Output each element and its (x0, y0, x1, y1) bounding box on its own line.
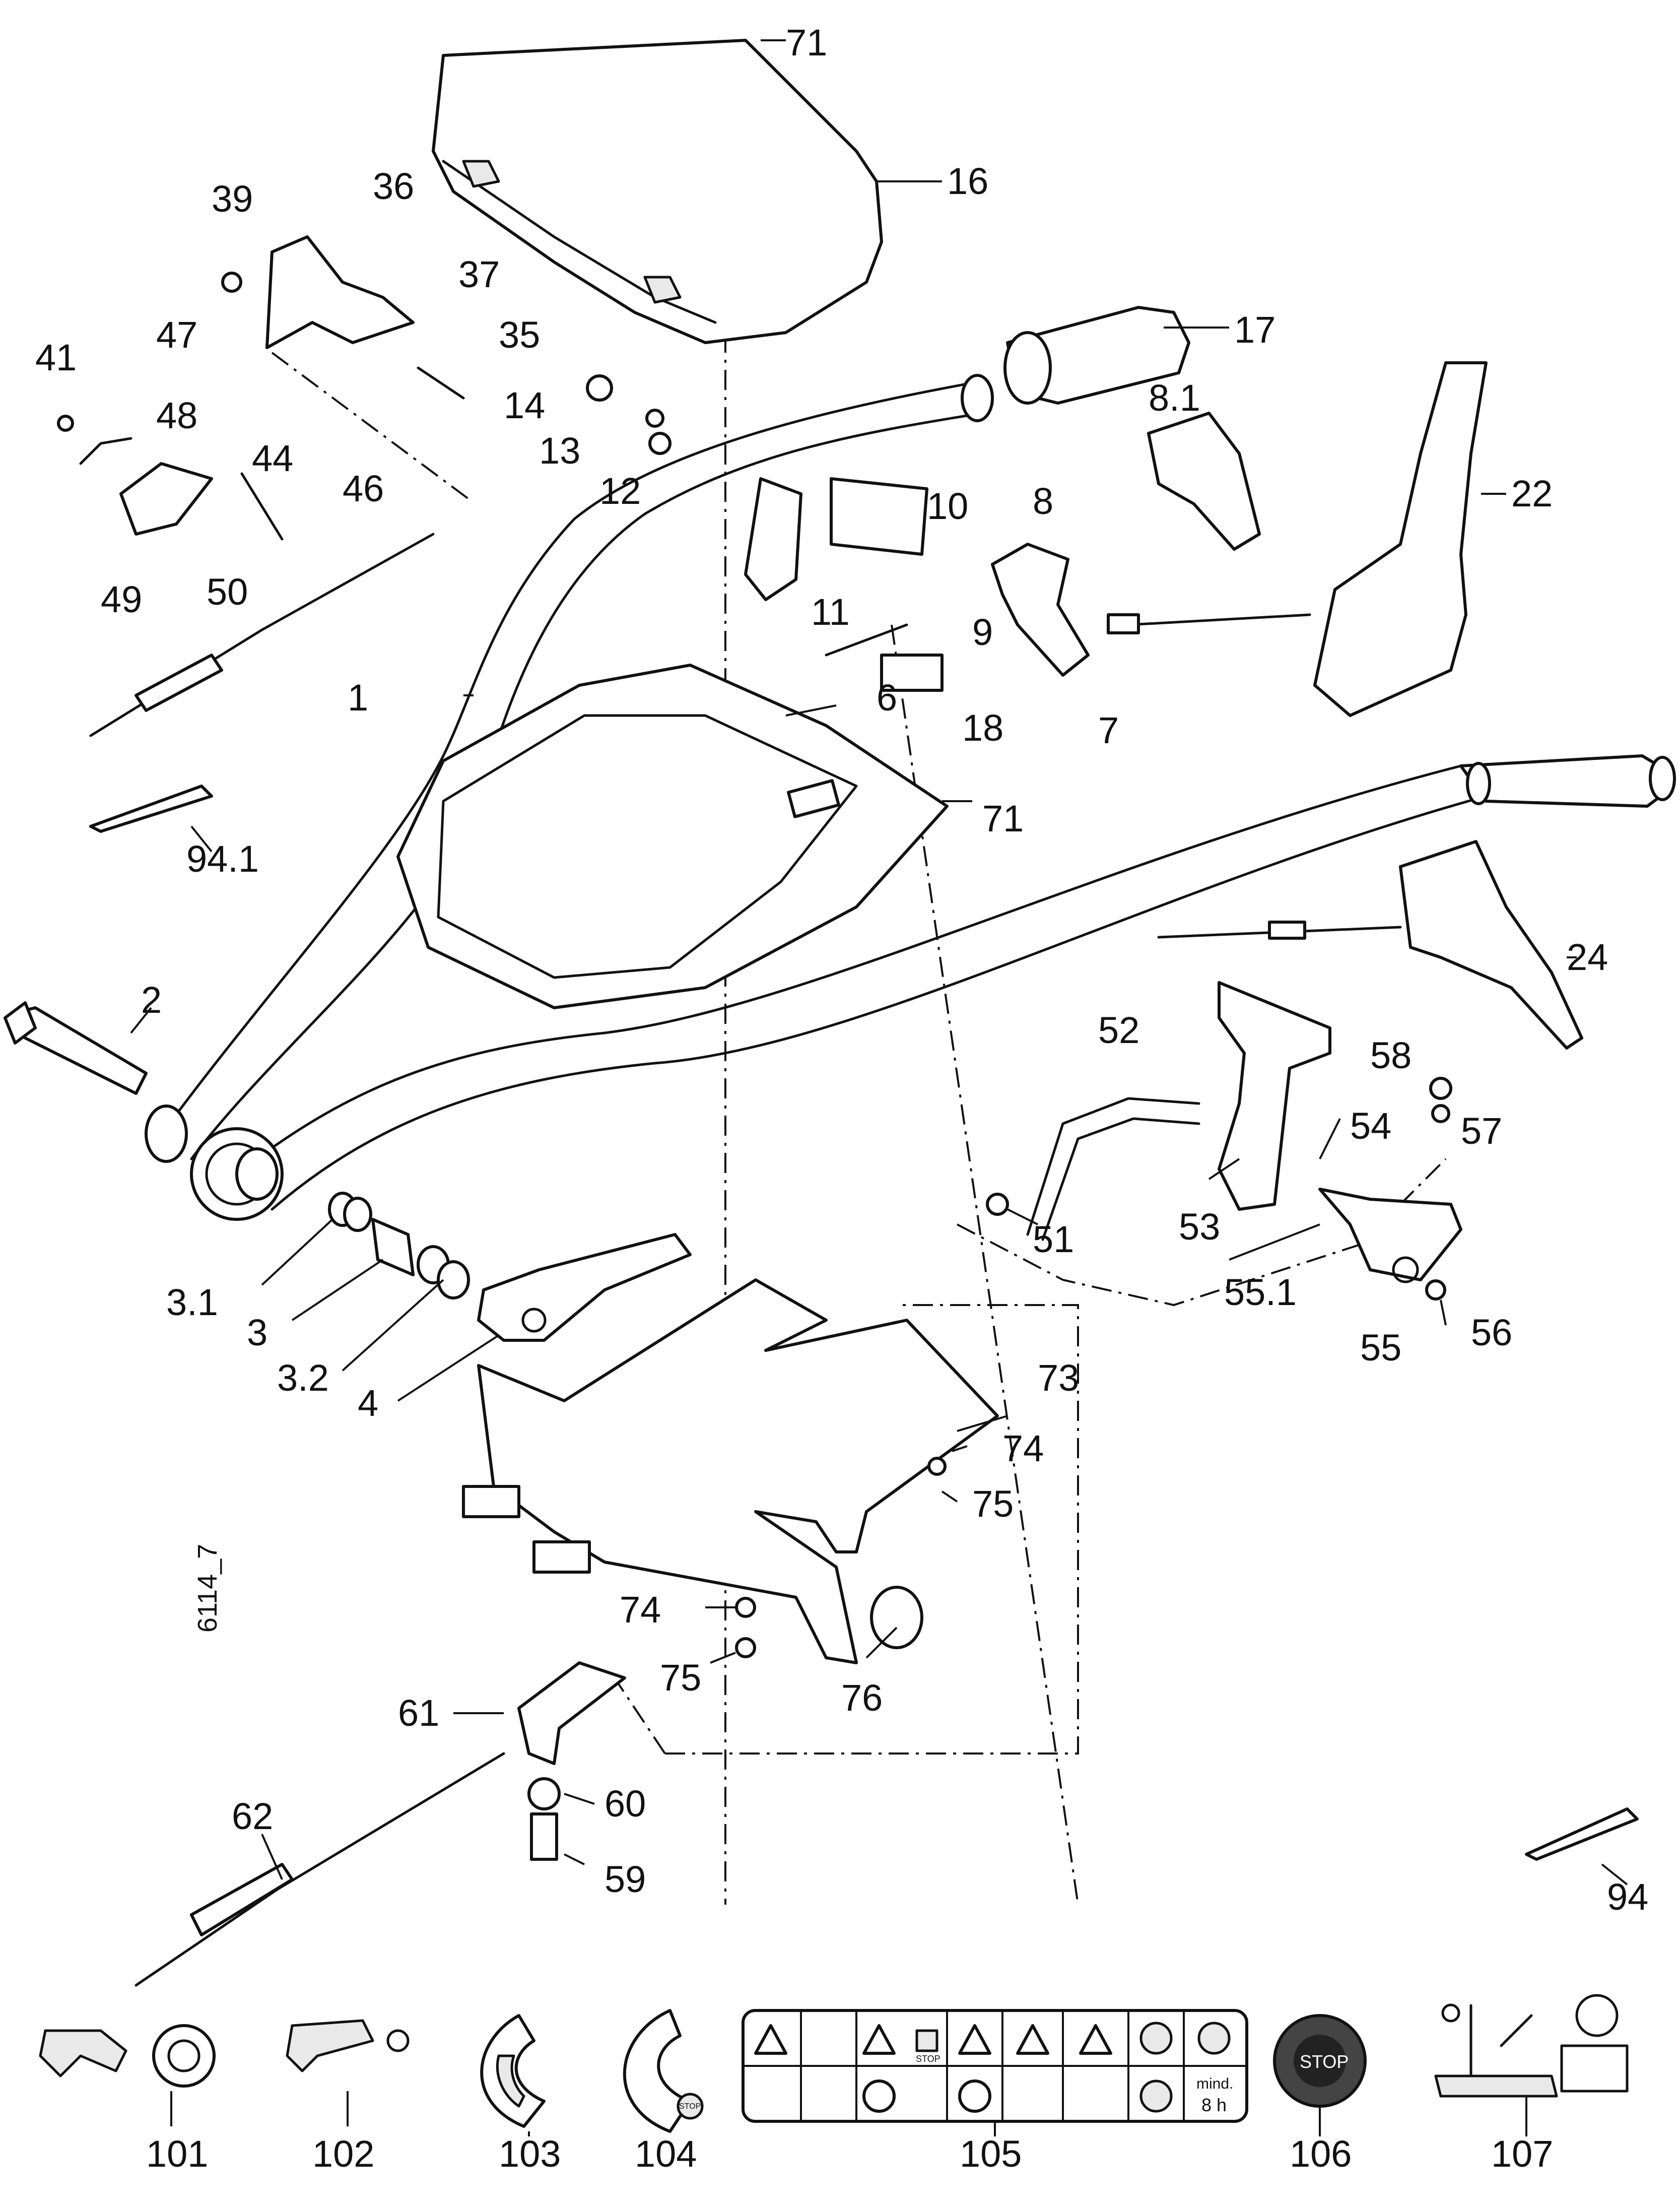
cable-ties (89, 785, 1639, 1861)
part-label-94: 94 (1607, 1876, 1648, 1918)
part-label-74-right: 74 (1002, 1427, 1044, 1469)
part-label-24: 24 (1567, 936, 1608, 978)
part-label-75-left: 75 (660, 1657, 701, 1699)
part-label-49: 49 (101, 578, 142, 620)
fasteners (527, 374, 1452, 1861)
part-label-11: 11 (811, 591, 850, 633)
part-label-55-1: 55.1 (1224, 1271, 1297, 1313)
part-label-56: 56 (1471, 1312, 1512, 1353)
part-label-76: 76 (841, 1677, 883, 1719)
part-label-8: 8 (1033, 480, 1053, 522)
part-label-12: 12 (599, 470, 641, 512)
part-label-75-right: 75 (972, 1483, 1014, 1525)
part-label-3-1: 3.1 (166, 1281, 218, 1323)
decal-label-107: 107 (1491, 2133, 1553, 2175)
bushing-parts (328, 1192, 470, 1300)
part-label-44: 44 (252, 437, 293, 479)
part-label-54: 54 (1350, 1105, 1391, 1147)
part-label-16: 16 (947, 160, 988, 202)
part-label-94-1: 94.1 (186, 838, 259, 880)
part-label-71-mid: 71 (982, 798, 1024, 839)
part-label-14: 14 (504, 384, 545, 426)
part-label-37: 37 (458, 253, 500, 295)
pedal-assembly-part (1026, 981, 1462, 1283)
part-label-17: 17 (1234, 309, 1275, 351)
throttle-parts (744, 412, 1261, 692)
part-label-1: 1 (348, 677, 368, 719)
brake-lever-part (1107, 361, 1488, 717)
part-label-3-2: 3.2 (277, 1357, 329, 1399)
decal-label-102: 102 (312, 2133, 374, 2175)
decal-label-106: 106 (1290, 2133, 1352, 2175)
part-label-60: 60 (604, 1783, 646, 1825)
part-label-6: 6 (877, 677, 897, 719)
decal-label-103: 103 (499, 2133, 561, 2175)
part-label-3: 3 (247, 1312, 267, 1353)
part-label-53: 53 (1179, 1206, 1220, 1248)
control-bracket-parts (57, 235, 465, 541)
part-label-18: 18 (962, 707, 1003, 749)
part-label-7: 7 (1098, 709, 1119, 751)
part-label-10: 10 (927, 485, 968, 527)
drawing-code: 6114_7 (192, 1544, 223, 1633)
part-label-62: 62 (232, 1795, 273, 1837)
part-label-9: 9 (972, 611, 993, 653)
part-label-35: 35 (499, 314, 540, 356)
part-label-59: 59 (604, 1858, 646, 1900)
base-plate-part (462, 1278, 999, 1664)
cable-part (135, 1752, 505, 1987)
part-label-41: 41 (35, 337, 77, 378)
handle-part (477, 1233, 692, 1342)
decal-106: STOP 106 (1273, 2014, 1367, 2175)
part-label-73: 73 (1038, 1357, 1079, 1399)
part-label-36: 36 (373, 165, 414, 207)
clutch-lever-part (1157, 840, 1583, 1050)
part-label-48: 48 (156, 395, 197, 436)
part-label-55: 55 (1360, 1327, 1401, 1369)
part-label-74-left: 74 (620, 1589, 661, 1631)
decal-107: 107 (1434, 1994, 1629, 2175)
part-label-8-1: 8.1 (1149, 377, 1200, 419)
decal-103: 103 (480, 2014, 561, 2175)
part-label-51: 51 (1033, 1218, 1074, 1260)
part-label-4: 4 (358, 1382, 378, 1424)
decal-104: STOP 104 (623, 2009, 704, 2175)
decal-label-105: 105 (960, 2133, 1022, 2175)
part-label-22: 22 (1511, 473, 1553, 514)
decal-101: 101 (39, 2024, 216, 2175)
part-label-39: 39 (212, 178, 253, 220)
bolt-part (4, 1001, 148, 1095)
part-label-2: 2 (141, 979, 162, 1021)
part-label-13: 13 (539, 430, 580, 472)
decal-105-hours: 8 h (1201, 2095, 1227, 2115)
cover-part (432, 39, 883, 344)
part-label-47: 47 (156, 314, 197, 356)
decal-label-101: 101 (146, 2133, 208, 2175)
part-label-57: 57 (1461, 1110, 1502, 1152)
decal-105-mind: mind. (1196, 2075, 1233, 2092)
part-label-50: 50 (207, 571, 248, 613)
tray-part (396, 664, 949, 1009)
part-numbers: 71 16 39 36 37 47 35 17 41 14 8.1 48 13 … (35, 22, 1648, 1918)
label-leaders (130, 39, 1628, 1886)
part-label-58: 58 (1370, 1034, 1412, 1076)
part-label-61: 61 (398, 1692, 439, 1734)
part-label-52: 52 (1098, 1009, 1139, 1051)
decal-label-104: 104 (635, 2133, 697, 2175)
decal-102: 102 (286, 2019, 410, 2175)
decal-105-stop: STOP (916, 2054, 940, 2064)
assembly-lines (271, 333, 1447, 1905)
decal-106-stop: STOP (1300, 2051, 1349, 2072)
part-label-46: 46 (343, 468, 384, 509)
grip-part (1003, 306, 1190, 405)
bracket-part (517, 1661, 626, 1765)
decal-104-stop: STOP (679, 2102, 701, 2111)
cable-upper-part (89, 533, 435, 737)
handlebar-frame-part (145, 374, 1676, 1221)
part-label-71-top: 71 (786, 22, 827, 63)
decal-105: STOP mind. 8 h 105 (742, 2009, 1248, 2175)
